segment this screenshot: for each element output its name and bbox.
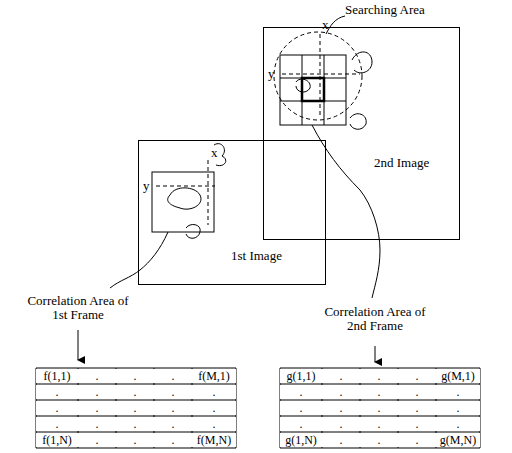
matrix-cell: .	[78, 433, 116, 447]
feature-blob	[168, 188, 201, 209]
matrix-cell: .	[78, 417, 116, 431]
leader-line	[312, 125, 380, 298]
correlation-square	[302, 78, 324, 101]
image-frame: 2nd Image	[263, 27, 460, 240]
correlation-square	[152, 172, 214, 232]
leader-line	[110, 232, 168, 288]
matrix-cell: .	[398, 401, 436, 415]
axis-label: y	[143, 179, 150, 193]
matrix-cell: .	[154, 369, 192, 383]
matrix-cell: .	[36, 385, 78, 399]
matrix-cell: .	[398, 385, 436, 399]
image-frame: 1st Image	[138, 140, 326, 285]
matrix-cell: g(M,N)	[436, 433, 480, 447]
matrix-cell: .	[116, 433, 154, 447]
matrix-cell: .	[78, 401, 116, 415]
matrix-cell: .	[192, 385, 236, 399]
matrix-cell: .	[322, 369, 360, 383]
matrix-cell: g(1,1)	[280, 369, 322, 383]
matrix-cell: f(1,N)	[36, 433, 78, 447]
caption-label: Correlation Area of 2nd Frame	[318, 305, 432, 333]
matrix-cell: .	[360, 401, 398, 415]
down-arrow	[375, 346, 376, 362]
matrix-cell: .	[280, 385, 322, 399]
matrix-cell: .	[192, 417, 236, 431]
matrix-cell: f(M,1)	[192, 369, 236, 383]
matrix-cell: .	[78, 369, 116, 383]
feature-blob	[352, 52, 372, 73]
matrix-cell: .	[154, 433, 192, 447]
matrix-cell: .	[116, 401, 154, 415]
y-axis	[156, 186, 215, 187]
leader-line	[326, 16, 345, 34]
matrix-cell: .	[436, 385, 480, 399]
matrix-cell: g(1,N)	[280, 433, 322, 447]
matrix-cell: .	[436, 401, 480, 415]
matrix-cell: .	[154, 417, 192, 431]
matrix-cell: .	[322, 433, 360, 447]
search-grid	[280, 55, 346, 125]
matrix-cell: .	[322, 417, 360, 431]
matrix-cell: .	[398, 433, 436, 447]
matrix-cell: f(1,1)	[36, 369, 78, 383]
matrix-cell: .	[192, 401, 236, 415]
matrix-cell: .	[398, 417, 436, 431]
axis-label: y	[268, 67, 275, 81]
matrix-cell: .	[78, 385, 116, 399]
matrix-cell: .	[280, 401, 322, 415]
matrix-cell: .	[322, 385, 360, 399]
caption-label: Correlation Area of 1st Frame	[22, 294, 134, 322]
matrix-cell: .	[436, 417, 480, 431]
area-label: Searching Area	[345, 3, 425, 17]
matrix-cell: .	[116, 417, 154, 431]
feature-blob	[296, 79, 310, 92]
matrix-cell: .	[360, 385, 398, 399]
down-arrow	[78, 330, 79, 360]
matrix-cell: .	[360, 369, 398, 383]
matrix-cell: .	[36, 417, 78, 431]
matrix-cell: .	[154, 401, 192, 415]
frame-title: 1st Image	[231, 249, 282, 263]
matrix-cell: g(M,1)	[436, 369, 480, 383]
matrix-cell: .	[398, 369, 436, 383]
axis-label: x	[322, 18, 329, 32]
searching-circle	[274, 32, 362, 120]
matrix-cell: .	[116, 385, 154, 399]
matrix-cell: .	[116, 369, 154, 383]
matrix-cell: .	[322, 401, 360, 415]
x-axis	[208, 160, 209, 225]
matrix-cell: .	[360, 417, 398, 431]
frame-title: 2nd Image	[374, 156, 429, 170]
matrix-cell: .	[360, 433, 398, 447]
axis-label: x	[211, 146, 218, 160]
feature-blob	[186, 225, 200, 239]
matrix-cell: .	[280, 417, 322, 431]
feature-blob	[350, 114, 366, 130]
matrix-cell: .	[154, 385, 192, 399]
matrix-cell: f(M,N)	[192, 433, 236, 447]
matrix-cell: .	[36, 401, 78, 415]
